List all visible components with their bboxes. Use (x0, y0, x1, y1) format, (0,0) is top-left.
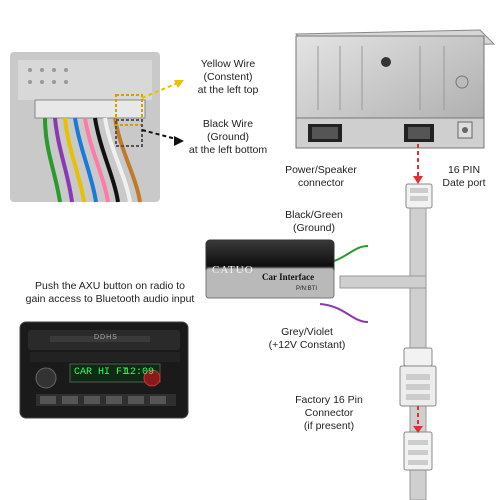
black-green-label: Black/Green (Ground) (276, 209, 352, 235)
red-arrowhead-lower (413, 426, 423, 433)
grey-violet-label: Grey/Violet (+12V Constant) (262, 326, 352, 352)
radio-chassis (294, 29, 496, 149)
yellow-arrowhead (174, 80, 184, 88)
pin16-date-line-1: 16 PIN (447, 164, 481, 176)
push-axu-label: Push the AXU button on radio to gain acc… (10, 280, 210, 306)
pin16-date-line-2: Date port (442, 177, 486, 189)
factory-16pin-line-3: (if present) (303, 420, 355, 432)
red-arrowhead (413, 176, 423, 184)
yellow-wire-line-3: at the left top (197, 84, 259, 96)
push-axu-line-1: Push the AXU button on radio to (34, 280, 186, 292)
grey-violet-line-2: (+12V Constant) (268, 339, 346, 351)
factory-radio-face (19, 321, 189, 419)
pin16-date-label: 16 PIN Date port (434, 164, 494, 190)
yellow-wire-line-2: (Constent) (203, 71, 253, 83)
yellow-wire-label: Yellow Wire (Constent) at the left top (186, 58, 270, 97)
factory-16pin-label: Factory 16 Pin Connector (if present) (284, 394, 374, 433)
factory-16pin-line-1: Factory 16 Pin (295, 394, 363, 406)
yellow-wire-line-1: Yellow Wire (200, 58, 256, 70)
port-plug (405, 183, 433, 209)
black-wire-line-2: (Ground) (206, 131, 249, 143)
grey-violet-line-1: Grey/Violet (281, 326, 333, 338)
wire-harness-photo (10, 52, 160, 203)
black-green-line-1: Black/Green (285, 209, 343, 221)
radio-clock: 12:09 (124, 367, 155, 378)
black-wire-label: Black Wire (Ground) at the left bottom (180, 118, 276, 157)
radio-brand-badge: DDHS (94, 334, 118, 341)
power-speaker-line-2: connector (297, 177, 345, 189)
factory-connector-pair (399, 347, 437, 471)
black-wire-line-3: at the left bottom (188, 144, 268, 156)
module-title: Car Interface (262, 272, 315, 282)
factory-16pin-line-2: Connector (304, 407, 354, 419)
module-part-number: P/N:BTI (296, 286, 318, 292)
radio-display-text: CAR HI FI (74, 367, 129, 378)
violet-power-wire (319, 303, 369, 323)
black-arrowhead (174, 136, 184, 146)
power-speaker-line-1: Power/Speaker (285, 164, 357, 176)
module-brand: CATUO (212, 264, 254, 276)
black-wire-line-1: Black Wire (202, 118, 254, 130)
bluetooth-interface-module (205, 239, 335, 299)
push-axu-line-2: gain access to Bluetooth audio input (25, 293, 195, 305)
black-green-line-2: (Ground) (292, 222, 335, 234)
power-speaker-label: Power/Speaker connector (278, 164, 364, 190)
